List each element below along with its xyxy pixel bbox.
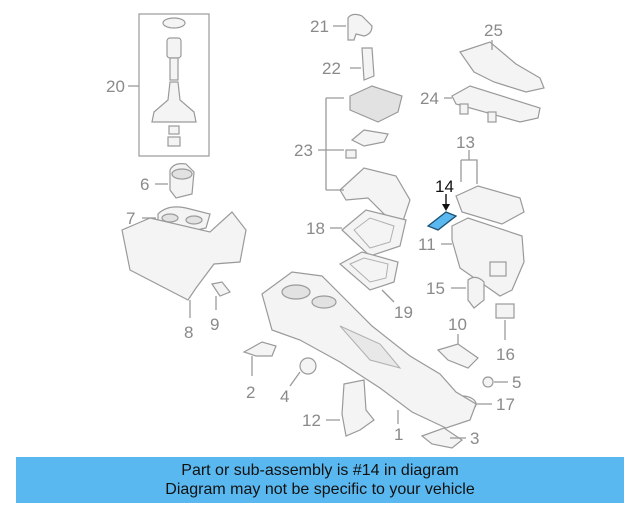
callout-4: 4 bbox=[280, 387, 289, 406]
callout-1: 1 bbox=[394, 425, 403, 444]
callout-20: 20 bbox=[106, 77, 125, 96]
part-25-trim-cover bbox=[459, 40, 545, 93]
part-3-bracket bbox=[420, 427, 466, 449]
callout-9: 9 bbox=[210, 315, 219, 334]
part-20-shift-boot-assembly bbox=[128, 13, 210, 157]
part-16-cap bbox=[495, 303, 515, 340]
callout-25: 25 bbox=[484, 21, 503, 40]
callout-11: 11 bbox=[418, 235, 436, 254]
part-21-shift-knob bbox=[333, 13, 373, 41]
armrest-lid bbox=[455, 185, 525, 225]
callout-19: 19 bbox=[394, 303, 413, 322]
banner-line-2: Diagram may not be specific to your vehi… bbox=[165, 481, 475, 498]
part-1-center-console bbox=[261, 271, 477, 429]
part-13-bracket-leader bbox=[460, 150, 478, 184]
callout-7: 7 bbox=[126, 209, 135, 228]
part-9-pin bbox=[211, 281, 231, 310]
part-19-seal bbox=[338, 251, 399, 303]
callout-15: 15 bbox=[426, 279, 445, 298]
part-2-bracket bbox=[242, 341, 277, 376]
part-15-knob bbox=[451, 276, 485, 309]
callout-12: 12 bbox=[302, 411, 321, 430]
banner-line-1: Part or sub-assembly is #14 in diagram bbox=[181, 462, 459, 479]
callout-5: 5 bbox=[512, 373, 521, 392]
callout-3: 3 bbox=[470, 429, 479, 448]
part-8-rear-panel bbox=[121, 211, 247, 318]
callout-17: 17 bbox=[496, 395, 515, 414]
callout-6: 6 bbox=[140, 175, 149, 194]
part-23-shift-indicator-group bbox=[318, 85, 411, 225]
part-22-shift-lever bbox=[350, 47, 375, 81]
callout-22: 22 bbox=[322, 59, 341, 78]
callout-16: 16 bbox=[496, 345, 515, 364]
part-5-clip bbox=[482, 376, 508, 388]
part-11-storage-box bbox=[441, 217, 525, 297]
callout-8: 8 bbox=[184, 323, 193, 342]
part-18-gasket bbox=[330, 209, 407, 257]
part-12-bracket bbox=[326, 379, 375, 437]
callout-21: 21 bbox=[310, 17, 329, 36]
info-banner: Part or sub-assembly is #14 in diagram D… bbox=[16, 457, 624, 503]
part-6-cup-holder bbox=[155, 163, 195, 199]
callout-24: 24 bbox=[420, 89, 439, 108]
part-24-mounting-rail bbox=[444, 85, 541, 123]
part-14-highlighted bbox=[426, 194, 458, 231]
callout-18: 18 bbox=[306, 219, 325, 238]
callout-10: 10 bbox=[448, 315, 467, 334]
callout-14: 14 bbox=[435, 177, 454, 196]
callout-2: 2 bbox=[246, 383, 255, 402]
part-10-bezel bbox=[436, 334, 479, 369]
callout-13: 13 bbox=[456, 133, 475, 152]
callout-23: 23 bbox=[294, 141, 313, 160]
part-4-grommet bbox=[289, 357, 317, 387]
